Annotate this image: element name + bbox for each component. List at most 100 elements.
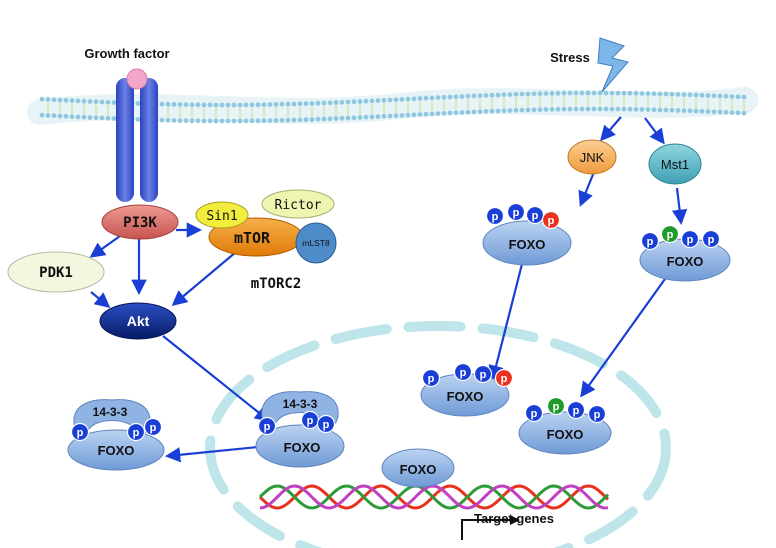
phosphate-blue-badge: p (453, 362, 473, 382)
svg-text:FOXO: FOXO (400, 462, 437, 477)
membrane-bead (267, 118, 273, 123)
membrane-bead (555, 90, 561, 96)
membrane-bead (735, 94, 741, 100)
stress-lightning-icon (597, 37, 629, 93)
membrane-bead (723, 93, 729, 99)
svg-text:PDK1: PDK1 (39, 265, 73, 281)
membrane-bead (711, 93, 717, 99)
membrane-bead (135, 101, 141, 106)
membrane-bead (195, 118, 201, 124)
membrane-bead (627, 90, 633, 96)
membrane-bead (429, 111, 435, 117)
membrane-bead (387, 113, 393, 119)
membrane-bead (45, 113, 51, 118)
membrane-bead (225, 102, 231, 108)
membrane-bead (639, 107, 645, 112)
membrane-bead (501, 92, 507, 98)
membrane-bead (729, 110, 735, 115)
membrane-bead (489, 92, 495, 98)
foxo-mst1-phosphorylated: FOXO (639, 238, 731, 282)
membrane-bead (609, 90, 615, 96)
phosphate-green-badge: p (660, 224, 680, 244)
membrane-bead (273, 102, 279, 107)
membrane-bead (165, 101, 171, 107)
membrane-bead (669, 91, 675, 97)
membrane-bead (447, 110, 453, 116)
foxo-14-3-3-nuclear-exit: FOXO (255, 424, 345, 468)
membrane-bead (345, 99, 351, 105)
membrane-bead (645, 107, 651, 112)
membrane-bead (723, 109, 729, 115)
membrane-bead (705, 109, 711, 114)
membrane-bead (555, 106, 561, 112)
membrane-bead (651, 107, 657, 113)
membrane-bead (711, 109, 717, 115)
membrane-bead (483, 93, 489, 98)
phosphate-blue-badge: p (524, 403, 544, 423)
phosphate-blue-badge: p (143, 417, 163, 437)
membrane-bead (219, 118, 225, 124)
phosphate-blue-badge: p (473, 364, 493, 384)
membrane-bead (171, 118, 177, 123)
growth-factor-ligand (126, 68, 148, 90)
membrane-bead (171, 102, 177, 107)
membrane-bead (321, 100, 327, 106)
growth-factor-label: Growth factor (84, 46, 169, 61)
membrane-bead (363, 98, 369, 104)
svg-text:Sin1: Sin1 (206, 209, 237, 224)
foxo-jnk-phosphorylated: FOXO (482, 220, 572, 266)
svg-text:Akt: Akt (127, 313, 150, 329)
membrane-bead (453, 94, 459, 100)
adaptor-14-3-3-left-label: 14-3-3 (93, 405, 128, 419)
membrane-bead (657, 91, 663, 97)
membrane-bead (261, 102, 267, 108)
phosphate-blue-badge: p (680, 229, 700, 249)
membrane-bead (567, 106, 573, 112)
dna-strand (259, 484, 609, 510)
membrane-bead (459, 94, 465, 99)
membrane-bead (417, 112, 423, 117)
foxo-jnk-nuclear: FOXO (420, 373, 510, 417)
membrane-bead (165, 117, 171, 123)
svg-text:FOXO: FOXO (447, 389, 484, 404)
membrane-bead (357, 99, 363, 104)
membrane-bead (363, 114, 369, 120)
membrane-bead (447, 94, 453, 100)
svg-text:PI3K: PI3K (123, 215, 157, 231)
svg-text:p: p (133, 427, 140, 439)
membrane-bead (615, 90, 621, 96)
phosphate-red-badge: p (541, 210, 561, 230)
svg-text:p: p (647, 236, 654, 248)
phosphate-blue-badge: p (640, 231, 660, 251)
phosphate-blue-badge: p (300, 410, 320, 430)
membrane-bead (597, 90, 603, 96)
svg-text:mLST8: mLST8 (302, 238, 330, 248)
membrane-bead (429, 95, 435, 101)
growth-factor-receptor (116, 68, 158, 202)
membrane-bead (585, 106, 591, 112)
membrane-bead (561, 90, 567, 96)
phosphate-blue-badge: p (485, 206, 505, 226)
membrane-bead (537, 91, 543, 97)
membrane-bead (333, 116, 339, 121)
membrane-bead (543, 107, 549, 112)
membrane-bead (351, 99, 357, 105)
membrane-bead (411, 112, 417, 118)
mst1-node: Mst1 (648, 143, 702, 185)
membrane-bead (549, 107, 555, 112)
svg-text:p: p (480, 369, 487, 381)
membrane-bead (507, 108, 513, 113)
membrane-bead (627, 106, 633, 112)
membrane-bead (531, 107, 537, 113)
membrane-bead (39, 96, 45, 102)
mtorc2-complex: Rictor mTOR Sin1 mLST8 (195, 189, 337, 264)
svg-text:p: p (428, 373, 435, 385)
membrane-bead (465, 109, 471, 115)
membrane-bead (597, 106, 603, 112)
membrane-bead (111, 116, 117, 121)
membrane-bead (309, 117, 315, 122)
membrane-bead (279, 117, 285, 123)
membrane-bead (513, 107, 519, 113)
membrane-bead (225, 118, 231, 124)
membrane-bead (741, 110, 747, 116)
